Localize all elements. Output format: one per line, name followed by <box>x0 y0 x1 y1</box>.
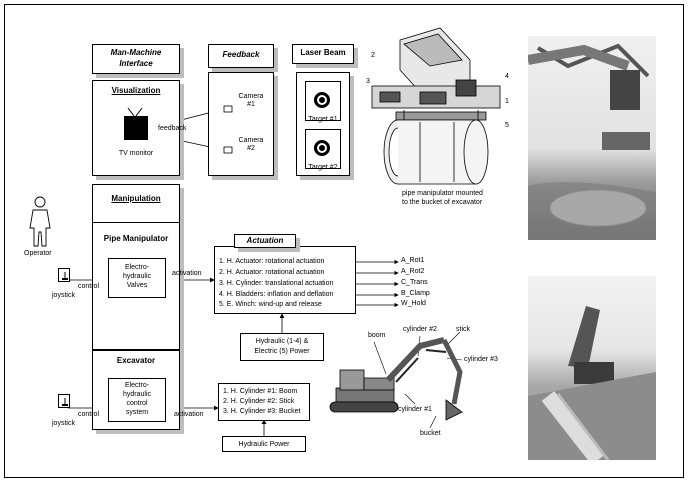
mmi-title-1: Man-Machine <box>110 48 162 57</box>
power-line-1: Hydraulic (1-4) & <box>255 338 309 345</box>
pipe-label-1: 1 <box>505 98 509 105</box>
pipe-caption-1: pipe manipulator mounted <box>402 190 483 197</box>
mmi-box: Man-Machine Interface <box>92 44 180 74</box>
output-w-hold: W_Hold <box>401 300 426 307</box>
valves-line-2: hydraulic <box>122 273 151 280</box>
laser-box <box>296 72 350 176</box>
excavator-item-2: 2. H. Cylinder #2: Stick <box>223 398 295 405</box>
mmi-title-2: Interface <box>119 59 153 68</box>
actuation-item-1: 1. H. Actuator: rotational actuation <box>219 258 325 265</box>
excavator-label-cylinder1: cylinder #1 <box>398 406 432 413</box>
control-label-top: control <box>78 283 100 290</box>
excavator-label-cylinder3: cylinder #3 <box>464 356 498 363</box>
feedback-title-box: Feedback <box>208 44 274 68</box>
feedback-box: Camera #1 Camera #2 <box>208 72 274 176</box>
feedback-title: Feedback <box>222 50 260 59</box>
actuation-title: Actuation <box>246 236 284 245</box>
system-line-4: system <box>125 409 149 416</box>
joystick-icon-top <box>58 268 70 282</box>
target2-label: Target #2 <box>308 164 338 171</box>
excavator-item-3: 3. H. Cylinder #3: Bucket <box>223 408 301 415</box>
excavator-label-cylinder2: cylinder #2 <box>403 326 437 333</box>
joystick-label-top: joystick <box>52 292 75 299</box>
power-box: Hydraulic (1-4) & Electric (5) Power <box>240 333 324 361</box>
excavator-label-bucket: bucket <box>420 430 441 437</box>
pipe-label-5: 5 <box>505 122 509 129</box>
pipe-manipulator-title: Pipe Manipulator <box>103 234 169 243</box>
pipe-caption-2: to the bucket of excavator <box>402 199 483 206</box>
hydraulic-power-box: Hydraulic Power <box>222 436 306 452</box>
output-a-rot1: A_Rot1 <box>401 257 425 264</box>
output-c-trans: C_Trans <box>401 279 428 286</box>
activation-label-top: activation <box>172 270 202 277</box>
valves-line-1: Electro- <box>124 264 150 271</box>
outer-frame <box>4 4 684 478</box>
actuation-item-4: 4. H. Bladders: inflation and deflation <box>219 291 334 298</box>
control-label-bottom: control <box>78 411 100 418</box>
joystick-label-bottom: joystick <box>52 420 75 427</box>
actuation-item-3: 3. H. Cylinder: translational actuation <box>219 280 334 287</box>
feedback-label: feedback <box>158 125 187 132</box>
valves-line-3: Valves <box>126 282 148 289</box>
output-a-rot2: A_Rot2 <box>401 268 425 275</box>
tv-monitor-label: TV monitor <box>118 150 154 157</box>
camera2-number: #2 <box>247 145 255 152</box>
operator-label: Operator <box>24 250 52 257</box>
camera1-number: #1 <box>247 101 255 108</box>
laser-title: Laser Beam <box>300 48 346 57</box>
control-system-box: Electro- hydraulic control system <box>108 378 166 422</box>
system-line-3: control <box>126 400 148 407</box>
target1-label: Target #1 <box>308 116 338 123</box>
pipe-label-4: 4 <box>505 73 509 80</box>
camera1-label: Camera <box>238 93 264 100</box>
system-line-2: hydraulic <box>122 391 151 398</box>
excavator-item-1: 1. H. Cylinder #1: Boom <box>223 388 298 395</box>
target2-frame <box>305 129 341 169</box>
excavator-label-stick: stick <box>456 326 470 333</box>
output-b-clamp: B_Clamp <box>401 290 430 297</box>
pipe-label-2: 2 <box>371 52 375 59</box>
target1-frame <box>305 81 341 121</box>
excavator-label-boom: boom <box>368 332 386 339</box>
pipe-label-3: 3 <box>366 78 370 85</box>
photo-pipe-laying <box>528 276 656 460</box>
actuation-item-5: 5. E. Winch: wind-up and release <box>219 301 322 308</box>
excavator-actuation-box: 1. H. Cylinder #1: Boom 2. H. Cylinder #… <box>218 383 310 421</box>
actuation-box: 1. H. Actuator: rotational actuation 2. … <box>214 246 356 314</box>
actuation-item-2: 2. H. Actuator: rotational actuation <box>219 269 325 276</box>
valves-box: Electro- hydraulic Valves <box>108 258 166 298</box>
power-line-2: Electric (5) Power <box>254 348 310 355</box>
actuation-title-box: Actuation <box>234 234 296 248</box>
camera2-label: Camera <box>238 137 264 144</box>
manipulation-title: Manipulation <box>111 194 161 203</box>
visualization-title: Visualization <box>111 86 161 95</box>
excavator-title: Excavator <box>116 356 156 365</box>
laser-title-box: Laser Beam <box>292 44 354 64</box>
system-line-1: Electro- <box>124 382 150 389</box>
photo-excavator-pipe <box>528 36 656 240</box>
joystick-icon-bottom <box>58 394 70 408</box>
activation-label-bottom: activation <box>174 411 204 418</box>
hydraulic-power-label: Hydraulic Power <box>238 441 290 448</box>
